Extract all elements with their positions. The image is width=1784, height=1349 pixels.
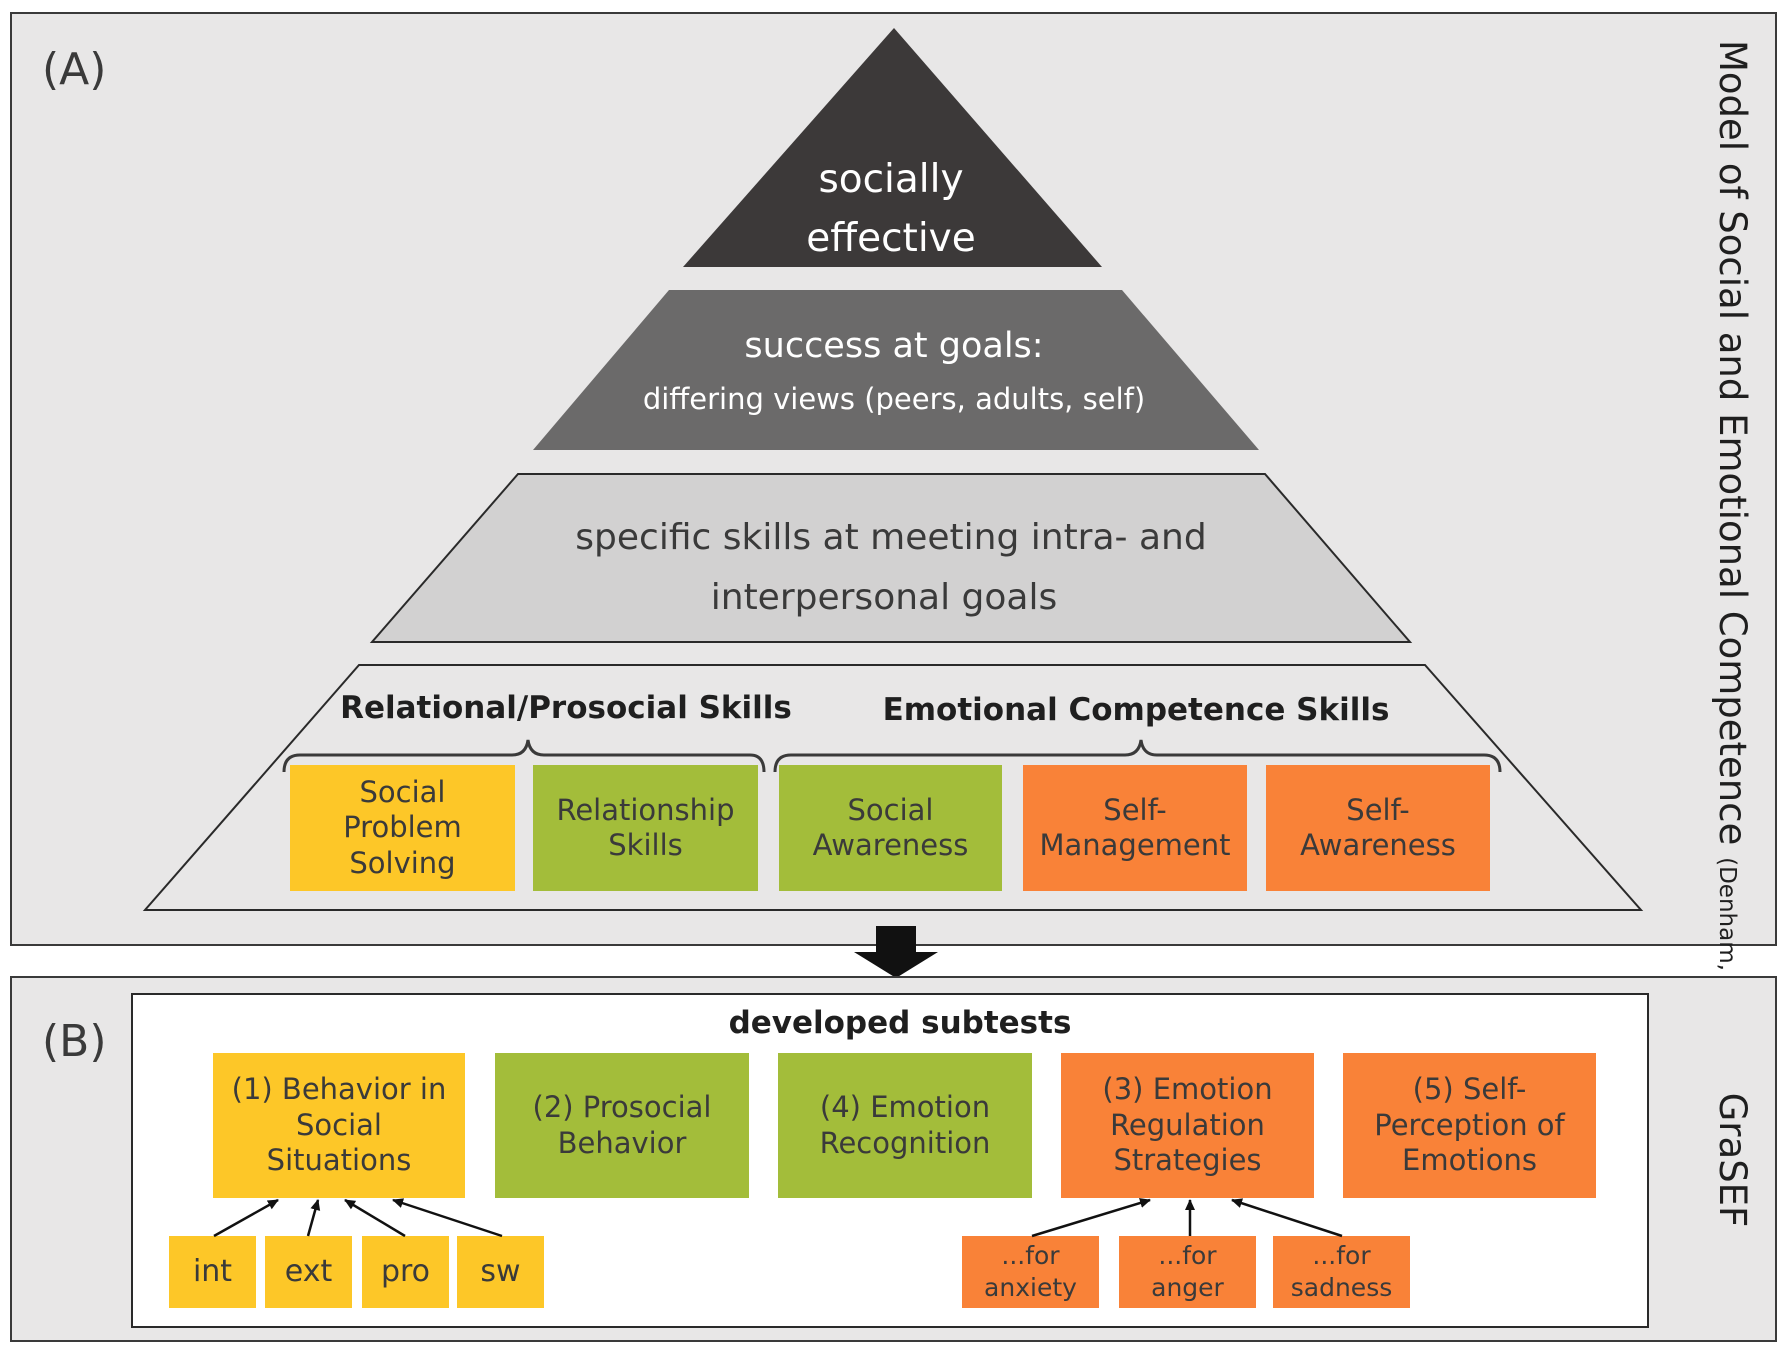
subtest-emotion-regulation-strategies: (3) Emotion Regulation Strategies [1061, 1053, 1314, 1198]
level-2-sub: differing views (peers, adults, self) [643, 382, 1145, 416]
subtest-emotion-recognition: (4) Emotion Recognition [778, 1053, 1032, 1198]
subscale-for-anger: ...for anger [1119, 1236, 1256, 1308]
skill-self-awareness: Self- Awareness [1266, 765, 1490, 891]
apex-line-2: effective [806, 216, 976, 261]
apex-line-1: socially [818, 157, 963, 202]
pyramid-apex [683, 28, 1102, 267]
subscale-ext: ext [265, 1236, 352, 1308]
panel-b-side-title: GraSEF [1711, 1092, 1754, 1228]
subscale-for-sadness: ...for sadness [1273, 1236, 1410, 1308]
subscale-sw: sw [457, 1236, 544, 1308]
subscale-pro: pro [362, 1236, 449, 1308]
level-3-line-2: interpersonal goals [711, 577, 1057, 618]
skill-social-awareness: Social Awareness [779, 765, 1002, 891]
subtests-heading: developed subtests [728, 1005, 1072, 1041]
subtest-behavior-social-situations: (1) Behavior in Social Situations [213, 1053, 465, 1198]
subscale-int: int [169, 1236, 256, 1308]
skill-social-problem-solving: Social Problem Solving [290, 765, 515, 891]
subscale-for-anxiety: ...for anxiety [962, 1236, 1099, 1308]
base-group-left-label: Relational/Prosocial Skills [340, 690, 792, 726]
pyramid-level-2 [533, 290, 1259, 450]
pyramid-level-3 [369, 473, 1413, 643]
level-3-line-1: specific skills at meeting intra- and [575, 517, 1206, 558]
skill-relationship-skills: Relationship Skills [533, 765, 758, 891]
skill-self-management: Self- Management [1023, 765, 1247, 891]
panel-b-label: (B) [42, 1016, 107, 1067]
level-2-main: success at goals: [744, 326, 1043, 366]
brace-right [773, 739, 1502, 773]
brace-left [282, 739, 766, 773]
subtest-prosocial-behavior: (2) Prosocial Behavior [495, 1053, 749, 1198]
panel-a-label: (A) [42, 44, 107, 95]
subtest-self-perception-emotions: (5) Self- Perception of Emotions [1343, 1053, 1596, 1198]
down-arrow [854, 926, 938, 978]
base-group-right-label: Emotional Competence Skills [883, 692, 1390, 728]
